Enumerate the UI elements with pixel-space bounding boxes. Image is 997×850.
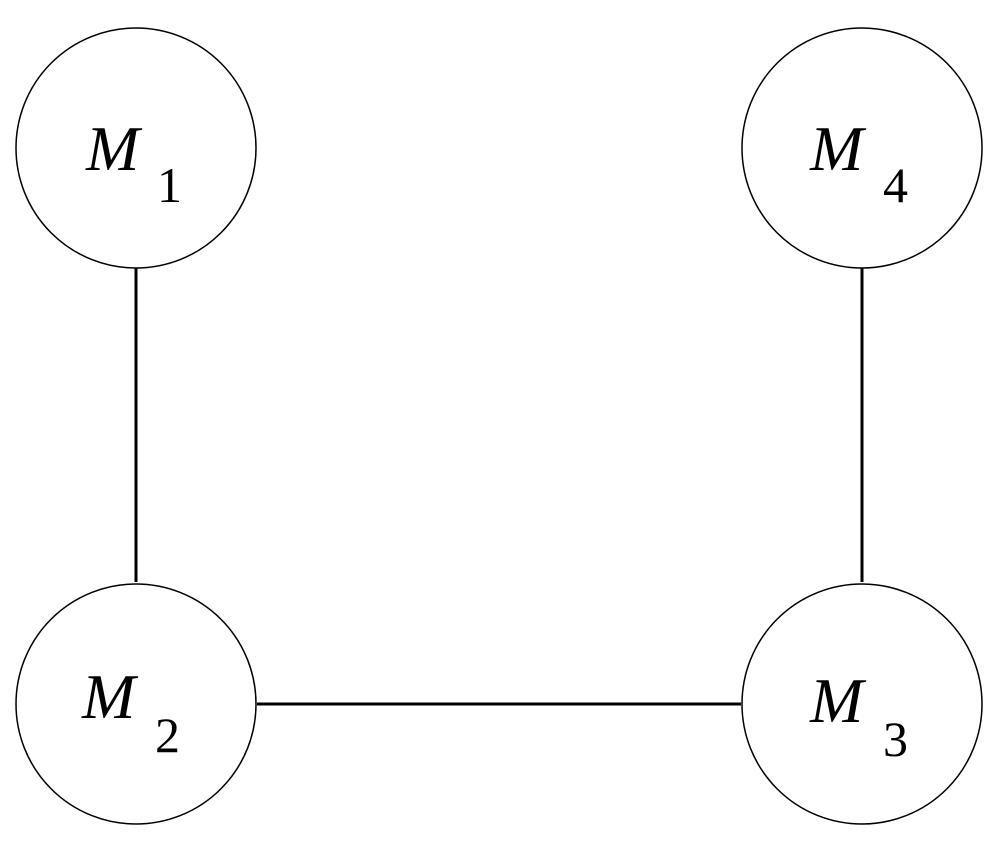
node-m3-subscript: 3	[883, 711, 908, 767]
node-m4-letter: M	[809, 113, 867, 184]
node-m1: M 1	[15, 27, 257, 269]
node-m3: M 3	[741, 583, 983, 825]
node-m1-subscript: 1	[157, 157, 182, 213]
node-m1-circle	[15, 27, 257, 269]
node-m2-letter: M	[81, 661, 139, 732]
node-m1-letter: M	[85, 113, 143, 184]
node-m4: M 4	[741, 27, 983, 269]
node-m3-letter: M	[809, 665, 867, 736]
node-m2-subscript: 2	[155, 707, 180, 763]
node-m4-circle	[741, 27, 983, 269]
node-m4-subscript: 4	[883, 157, 908, 213]
node-m2-circle	[15, 583, 257, 825]
node-m3-circle	[741, 583, 983, 825]
node-m2: M 2	[15, 583, 257, 825]
